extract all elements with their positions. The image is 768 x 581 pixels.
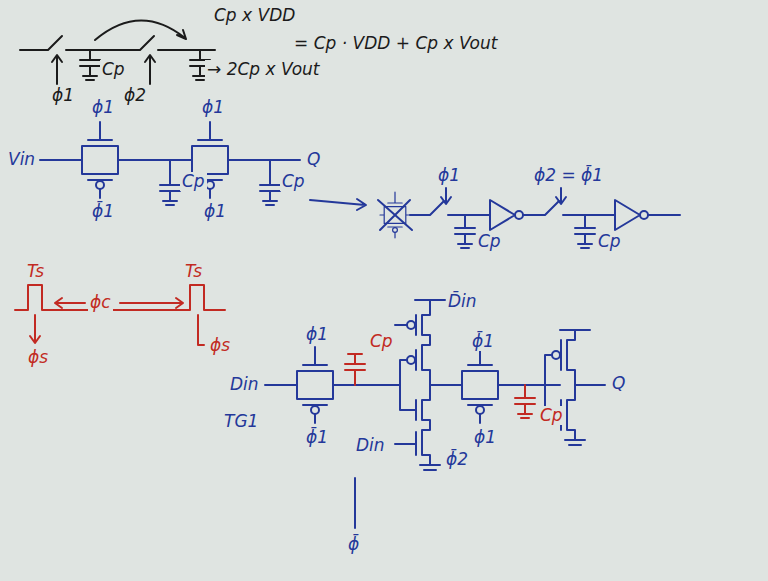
- formula-label: Cp x VDD: [212, 6, 297, 25]
- clock-timing-sketch: [15, 285, 225, 345]
- signal-label: ϕ1: [200, 98, 226, 117]
- signal-label: ϕ1: [436, 166, 462, 185]
- signal-label: Q: [305, 150, 322, 169]
- signal-label: Vin: [6, 150, 37, 169]
- tg-latch-sketch: [40, 122, 680, 248]
- signal-label: Din: [354, 436, 387, 455]
- signal-label: ϕ1: [90, 98, 116, 117]
- timing-label: ϕs: [26, 348, 50, 367]
- signal-label: ϕ̄1: [90, 202, 116, 221]
- clocked-latch-sketch: [265, 300, 605, 528]
- formula-label: → 2Cp x Vout: [205, 60, 321, 79]
- signal-label: Q: [610, 374, 627, 393]
- signal-label: TG1: [222, 412, 260, 431]
- formula-label: Cp: [100, 60, 127, 79]
- timing-label: Cp: [538, 406, 565, 425]
- formula-label: ϕ2: [122, 86, 148, 105]
- timing-label: Ts: [183, 262, 204, 281]
- signal-label: Cp: [476, 232, 503, 251]
- signal-label: D̄in: [446, 292, 479, 311]
- signal-label: ϕ̄: [346, 535, 361, 554]
- signal-label: Din: [228, 375, 261, 394]
- signal-label: ϕ̄1: [304, 428, 330, 447]
- timing-label: ϕc: [88, 293, 113, 312]
- signal-label: Cp: [596, 232, 623, 251]
- signal-label: ϕ1: [202, 202, 228, 221]
- signal-label: ϕ̄2: [444, 450, 470, 469]
- formula-label: ϕ1: [50, 86, 76, 105]
- parasitic-capacitor: [345, 354, 535, 418]
- signal-label: Cp: [180, 172, 207, 191]
- signal-label: Cp: [280, 172, 307, 191]
- charge-sharing-sketch: [20, 20, 215, 84]
- timing-label: Ts: [25, 262, 46, 281]
- formula-label: = Cp · VDD + Cp x Vout: [292, 34, 499, 53]
- signal-label: ϕ1: [304, 325, 330, 344]
- signal-label: ϕ2 = ϕ̄1: [532, 166, 605, 185]
- timing-label: ϕs: [208, 336, 232, 355]
- signal-label: ϕ̄1: [470, 332, 496, 351]
- timing-label: Cp: [368, 332, 395, 351]
- signal-label: ϕ1: [472, 428, 498, 447]
